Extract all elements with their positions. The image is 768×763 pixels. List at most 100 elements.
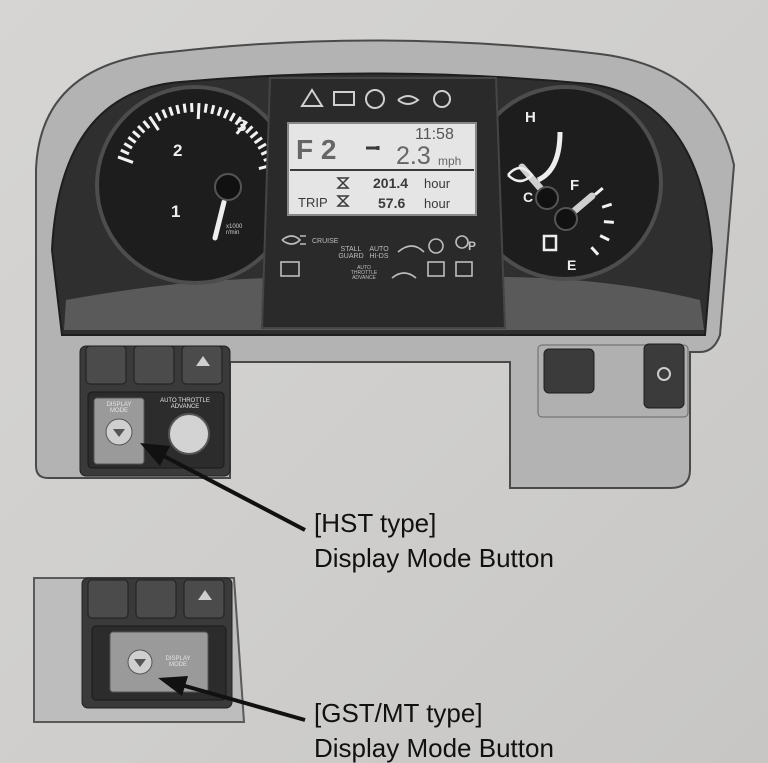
fuel-hub (554, 207, 578, 231)
hourglass-icon (336, 177, 350, 189)
tachometer-needle (212, 199, 227, 241)
tach-tick (222, 109, 230, 119)
parking-brake-icon (365, 89, 385, 109)
gst-switch-1[interactable] (87, 579, 129, 619)
pto-icon (657, 367, 671, 381)
tach-tick (253, 136, 263, 145)
tach-tick (203, 103, 208, 113)
tach-tick (234, 116, 243, 126)
fuel-full-label: F (570, 177, 580, 194)
tach-tick (245, 125, 254, 134)
tach-tick (117, 155, 134, 164)
down-arrow-icon (134, 659, 146, 667)
top-indicator-row (300, 88, 451, 109)
fuel-tick (603, 220, 614, 224)
fuel-ticks (590, 186, 614, 256)
pto-switch[interactable] (543, 348, 595, 394)
hazard-icon (196, 356, 210, 366)
lcd-trip-value: 57.6 (378, 195, 406, 211)
auto-throttle-advance-indicator-label: AUTO THROTTLE ADVANCE (350, 265, 378, 281)
hst-callout-arrow (140, 443, 306, 532)
hourglass-icon (336, 195, 350, 207)
hare-icon (397, 245, 425, 253)
tach-tick (235, 120, 248, 135)
gst-switch-2[interactable] (135, 579, 177, 619)
gst-callout-subtitle: Display Mode Button (314, 733, 554, 763)
tach-tick (154, 112, 162, 122)
temp-hot-label: H (525, 109, 536, 126)
down-arrow-icon (113, 429, 125, 437)
lcd-hour-unit: hour (424, 176, 451, 191)
hst-icon (427, 261, 445, 277)
cruise-label: CRUISE (312, 238, 339, 245)
fuel-tick (594, 186, 604, 196)
tach-label-1: 1 (171, 202, 181, 221)
lcd-hour-value: 201.4 (373, 175, 409, 191)
coolant-temp-icon (507, 166, 534, 183)
tach-tick (131, 130, 141, 139)
lcd-trip-label: TRIP (298, 195, 328, 210)
gst-display-mode-label: DISPLAY MODE (165, 656, 191, 668)
gst-callout-title: [GST/MT type] (314, 698, 483, 728)
auto-throttle-advance-button[interactable] (168, 413, 210, 455)
hazard-icon (198, 590, 212, 600)
gst-callout-arrow (158, 676, 306, 722)
tach-tick (161, 109, 168, 119)
coolant-temp-icon (428, 238, 444, 254)
tach-tick (249, 130, 259, 139)
lcd-trip-unit: hour (424, 196, 451, 211)
lower-indicator-row (280, 235, 473, 279)
fuel-tick (599, 234, 610, 242)
lcd-clock: 11:58 (415, 126, 454, 143)
fuel-pump-icon (542, 234, 558, 252)
engine-warning-icon (433, 90, 451, 108)
tach-tick (257, 142, 267, 150)
tach-tick (142, 120, 151, 130)
tach-tick (175, 104, 181, 115)
rocker-switch[interactable] (643, 343, 685, 409)
parking-indicator-label: P (468, 239, 477, 253)
lcd-speed-value: 2.3 (396, 142, 431, 170)
hst-switch-2[interactable] (133, 345, 175, 385)
tach-tick (136, 124, 146, 134)
tachometer-hub (214, 173, 242, 201)
headlight-icon (281, 235, 306, 245)
hst-callout-title: [HST type] (314, 508, 437, 538)
tachometer-ticks (117, 103, 275, 171)
turtle-icon (391, 272, 417, 279)
lcd-gear: F 2 (296, 134, 337, 165)
stall-guard-label: STALL GUARD (338, 246, 364, 260)
tach-label-2: 2 (173, 141, 183, 160)
fuel-tick (590, 246, 600, 256)
tach-tick (196, 103, 201, 120)
auto-hi-ds-label: AUTO HI-DS (369, 246, 389, 260)
tach-tick (216, 106, 223, 117)
oil-pressure-icon (397, 95, 420, 105)
fuel-tick (601, 202, 613, 209)
tach-tick (120, 148, 130, 156)
parking-icon (455, 235, 469, 249)
warning-icon (300, 88, 324, 107)
battery-icon (333, 91, 355, 106)
tach-tick (210, 104, 216, 115)
tach-unit: x1000 r/min (226, 224, 243, 236)
wrench-icon (366, 146, 380, 150)
hst-switch-1[interactable] (85, 345, 127, 385)
tach-tick (228, 112, 236, 122)
filter-icon (455, 261, 473, 277)
temperature-arc (536, 131, 563, 183)
tach-tick (182, 103, 187, 113)
tach-tick (127, 136, 137, 144)
hst-callout-subtitle: Display Mode Button (314, 543, 554, 573)
tach-tick (168, 106, 174, 117)
temp-cold-label: C (523, 189, 534, 205)
lcd-speed-unit: mph (438, 154, 462, 168)
tach-tick (148, 115, 160, 131)
hst-display-mode-label: DISPLAY MODE (106, 402, 132, 414)
auto-throttle-advance-label: AUTO THROTTLE ADVANCE (160, 398, 210, 410)
temperature-hub (535, 186, 559, 210)
tach-tick (123, 142, 133, 150)
pto-warning-icon (280, 261, 300, 277)
fuel-empty-label: E (567, 257, 577, 273)
